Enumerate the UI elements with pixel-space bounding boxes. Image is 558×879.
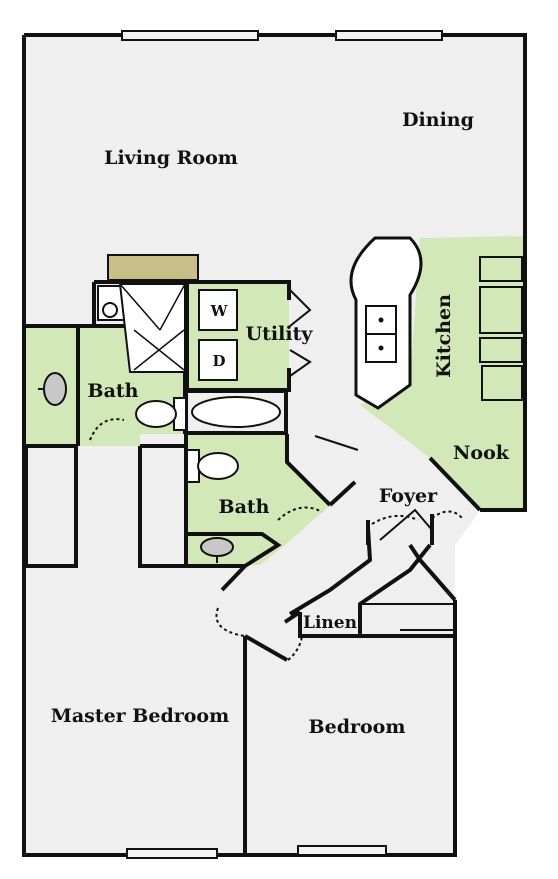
utility-door-icon: [289, 289, 312, 327]
door-swing-icon: [287, 635, 303, 661]
label-dining: Dining: [402, 109, 474, 131]
bar-stool: [479, 286, 523, 334]
bathtub-icon: [191, 396, 281, 428]
washer-icon: [198, 289, 238, 331]
door-swing-icon: [371, 514, 419, 525]
label-master-bedroom: Master Bedroom: [51, 705, 229, 727]
window-icon: [126, 848, 218, 859]
label-bath-left: Bath: [88, 380, 139, 402]
toilet-icon: [135, 397, 187, 431]
label-foyer: Foyer: [379, 485, 438, 507]
window-icon: [335, 30, 443, 41]
label-utility: Utility: [246, 323, 314, 345]
closet-center: [142, 446, 186, 566]
sink-icon: [200, 537, 234, 563]
bar-stool: [481, 365, 523, 401]
label-dryer: D: [212, 352, 225, 370]
label-washer: W: [210, 302, 229, 320]
sink-icon: [38, 372, 67, 406]
label-bath-center: Bath: [219, 496, 270, 518]
dryer-icon: [198, 339, 238, 381]
closet-left: [26, 446, 76, 566]
utility-door-icon: [289, 349, 312, 377]
door-swing-icon: [277, 506, 323, 521]
sink-icon: [365, 305, 397, 363]
fireplace-icon: [107, 254, 199, 281]
door-swing-icon: [215, 607, 245, 637]
label-kitchen: Kitchen: [433, 294, 455, 378]
door-swing-icon: [431, 510, 463, 519]
bar-stool: [479, 337, 523, 363]
label-living-room: Living Room: [104, 147, 238, 169]
shower-icon: [97, 283, 186, 373]
label-linen: Linen: [303, 613, 357, 633]
window-icon: [121, 30, 259, 41]
toilet-icon: [186, 449, 239, 483]
window-icon: [297, 845, 387, 856]
bar-stool: [479, 256, 523, 282]
label-nook: Nook: [453, 442, 510, 464]
label-bedroom: Bedroom: [309, 716, 406, 738]
